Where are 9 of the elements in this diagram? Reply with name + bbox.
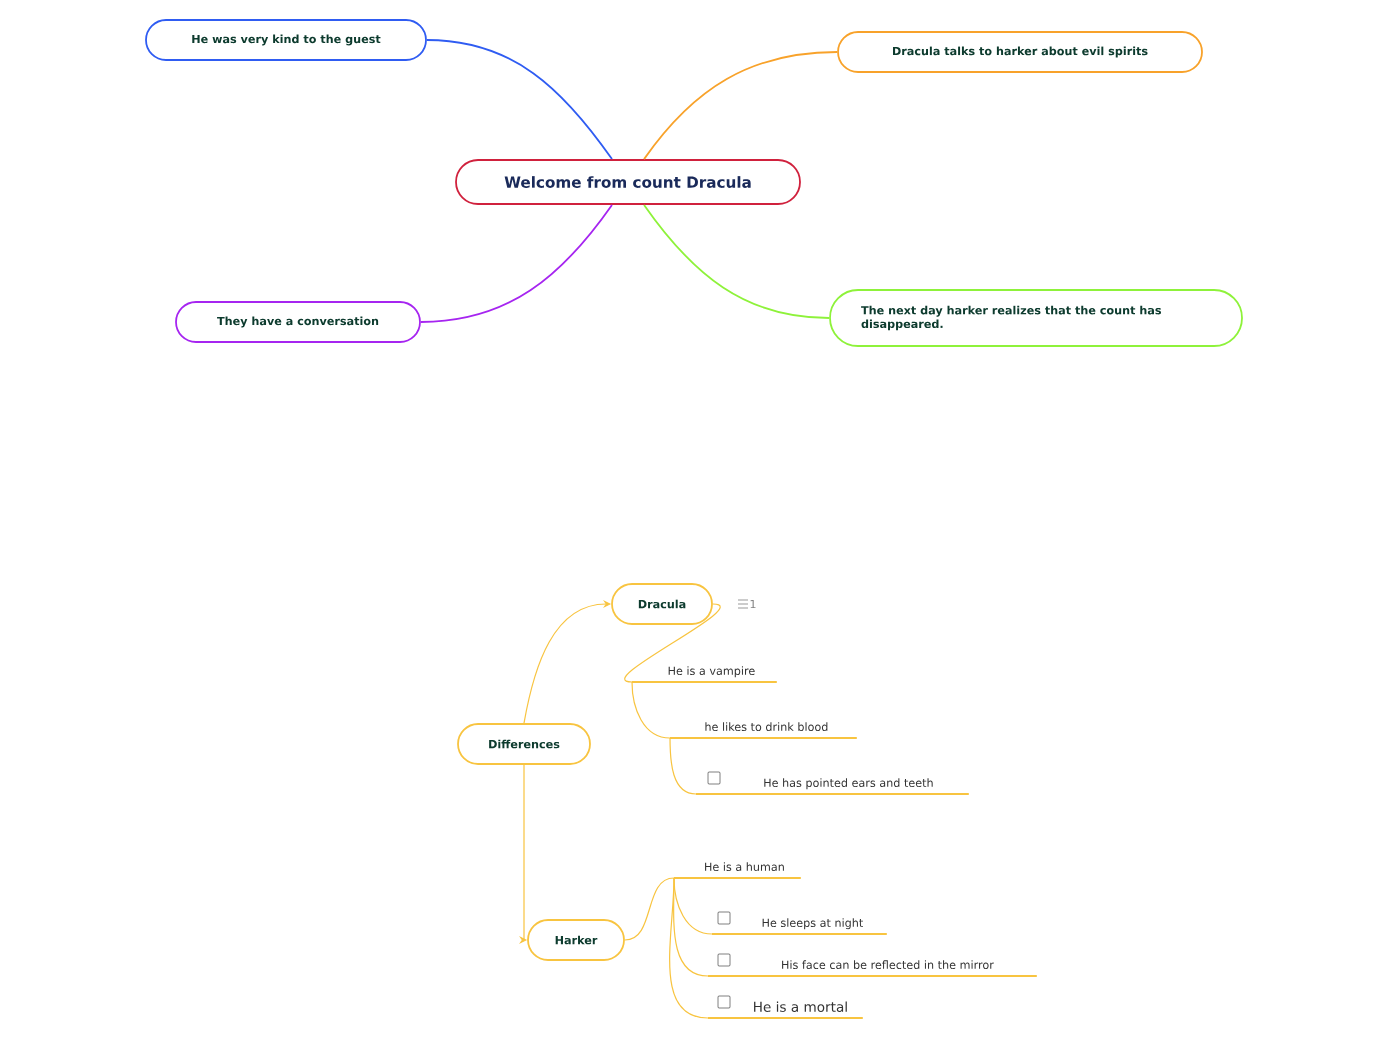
connector [420, 204, 613, 323]
connector [426, 39, 613, 160]
connector [643, 204, 830, 319]
connector [669, 877, 709, 1019]
connector [624, 603, 721, 683]
connector [631, 681, 671, 739]
connector [643, 51, 838, 160]
connector [669, 737, 697, 795]
connector [624, 877, 675, 941]
